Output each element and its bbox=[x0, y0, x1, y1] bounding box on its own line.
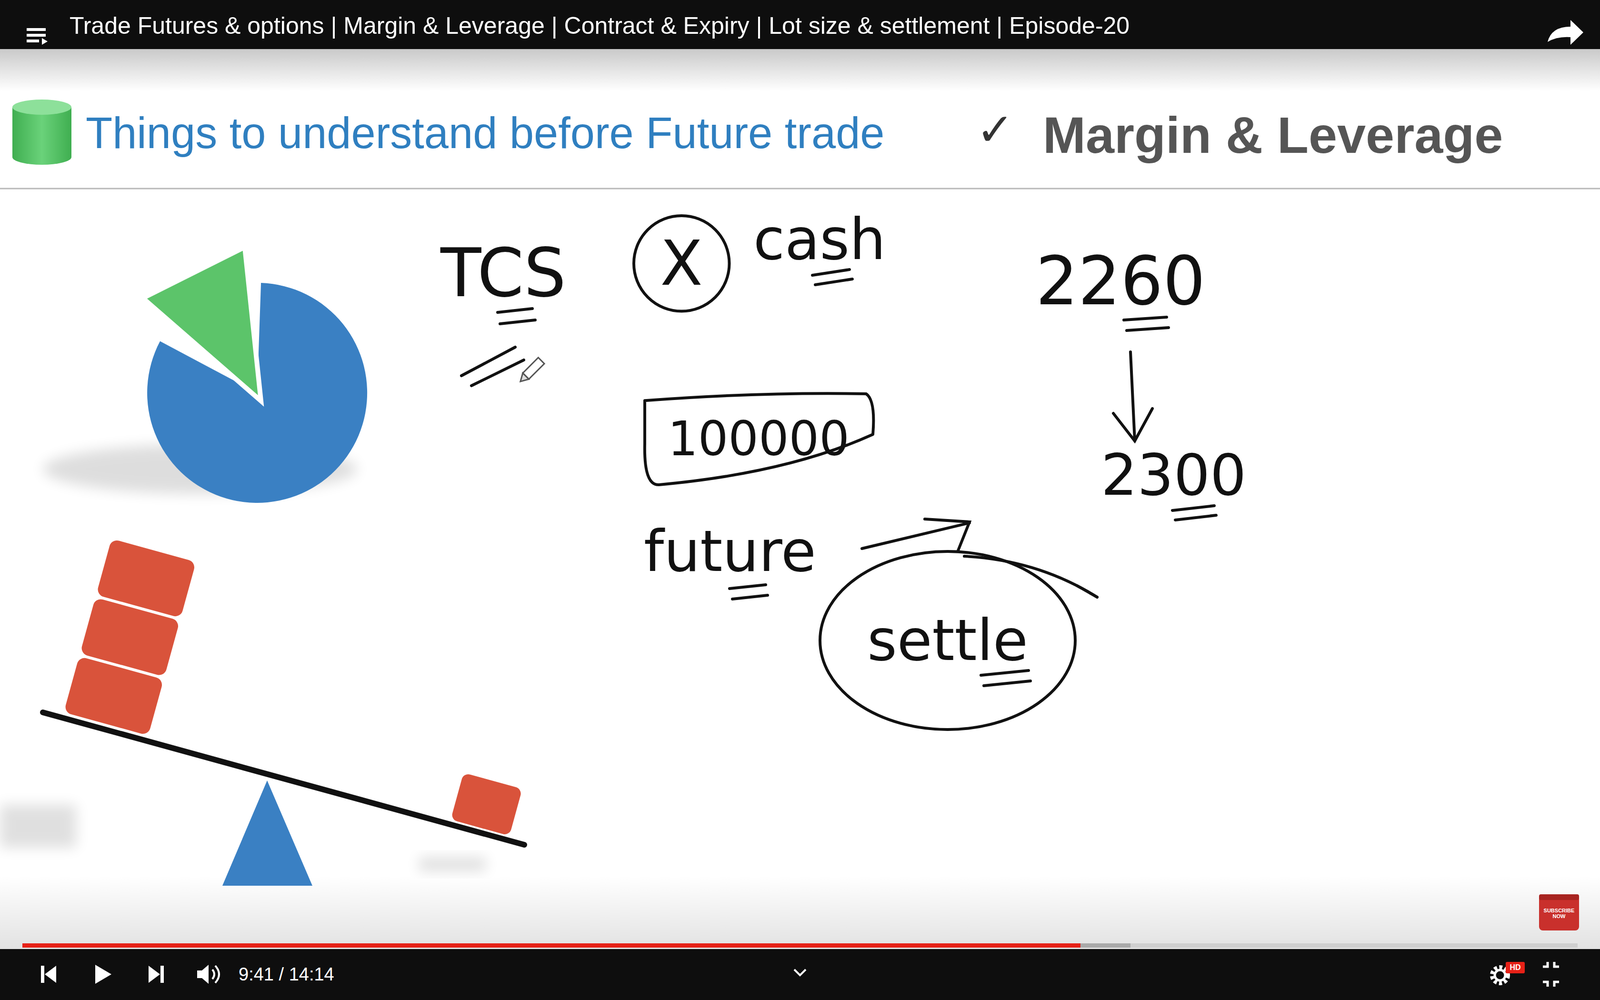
playlist-icon bbox=[26, 33, 46, 37]
circled-mark-outline bbox=[633, 215, 730, 312]
control-bar bbox=[0, 949, 1600, 1000]
video-title: Trade Futures & options | Margin & Lever… bbox=[69, 13, 1130, 38]
cylinder-icon bbox=[12, 107, 72, 165]
share-icon bbox=[1547, 20, 1584, 45]
weight-block bbox=[96, 538, 197, 618]
handwritten-label: future bbox=[643, 522, 817, 580]
progress-played bbox=[22, 943, 1081, 948]
weight-single bbox=[450, 772, 522, 836]
playlist-icon bbox=[26, 39, 40, 43]
underline bbox=[812, 269, 853, 285]
weight-stack bbox=[63, 538, 197, 736]
subscribe-badge-text: SUBSCRIBE NOW bbox=[1540, 907, 1579, 920]
amount-box-outline bbox=[644, 393, 874, 485]
seesaw-beam bbox=[42, 712, 525, 845]
settings-gear bbox=[1492, 967, 1508, 983]
underline bbox=[729, 584, 768, 600]
handwritten-label: TCS bbox=[440, 240, 567, 307]
circled-mark: X bbox=[630, 212, 733, 315]
next-button bbox=[160, 965, 164, 983]
node-text: 100000 bbox=[667, 415, 850, 463]
underline bbox=[980, 670, 1031, 686]
progress-track bbox=[22, 943, 1578, 948]
topic-heading: Margin & Leverage bbox=[1042, 109, 1503, 161]
hd-badge-text: HD bbox=[1505, 963, 1525, 972]
volume-icon bbox=[197, 964, 209, 984]
playlist-icon bbox=[26, 28, 46, 31]
handwritten-number: 2260 bbox=[1035, 248, 1206, 315]
header-band bbox=[0, 49, 1600, 189]
arrow bbox=[1113, 351, 1153, 441]
handwritten-number: 2300 bbox=[1100, 446, 1247, 504]
weight-block bbox=[450, 772, 522, 836]
pie-slice bbox=[142, 247, 261, 401]
node-text: X bbox=[660, 232, 703, 295]
settle-ellipse-outline bbox=[820, 551, 1076, 730]
settle-ellipse: settle bbox=[817, 548, 1079, 733]
chevron-icon bbox=[794, 969, 806, 976]
pen-stroke bbox=[461, 347, 524, 386]
header-rule bbox=[0, 188, 1600, 190]
bottom-fade bbox=[0, 876, 1600, 950]
fulcrum bbox=[222, 780, 313, 886]
seesaw-shadow bbox=[0, 804, 77, 848]
previous-button bbox=[40, 965, 45, 983]
subscribe-badge bbox=[1539, 894, 1580, 931]
settings-gear bbox=[1494, 970, 1506, 981]
underline bbox=[497, 308, 536, 324]
cylinder-icon bbox=[12, 99, 72, 115]
play-button bbox=[95, 964, 112, 984]
ink-stroke bbox=[964, 556, 1098, 598]
slide-title: Things to understand before Future trade bbox=[85, 110, 885, 155]
title-bar bbox=[0, 0, 1600, 50]
subscribe-badge bbox=[1539, 894, 1580, 900]
playlist-icon bbox=[41, 38, 48, 45]
progress-buffer bbox=[1080, 943, 1131, 948]
check-mark: ✓ bbox=[976, 107, 1015, 153]
underline bbox=[1123, 317, 1169, 331]
volume-icon bbox=[212, 965, 220, 983]
node-text: settle bbox=[867, 611, 1029, 670]
pen-cursor bbox=[517, 357, 545, 385]
handwritten-label: cash bbox=[753, 210, 886, 269]
hd-badge bbox=[1505, 961, 1525, 974]
seesaw-shadow bbox=[419, 857, 486, 872]
arrow bbox=[861, 519, 970, 551]
previous-button bbox=[44, 965, 57, 983]
pen-cursor bbox=[517, 372, 530, 385]
next-button bbox=[148, 965, 160, 983]
time-display: 9:41 / 14:14 bbox=[238, 965, 335, 984]
underline bbox=[1172, 505, 1217, 520]
settings-gear bbox=[1497, 972, 1503, 978]
ink-stroke bbox=[1077, 585, 1098, 598]
fullscreen-exit-icon bbox=[1542, 961, 1560, 987]
amount-box: 100000 bbox=[640, 390, 878, 488]
